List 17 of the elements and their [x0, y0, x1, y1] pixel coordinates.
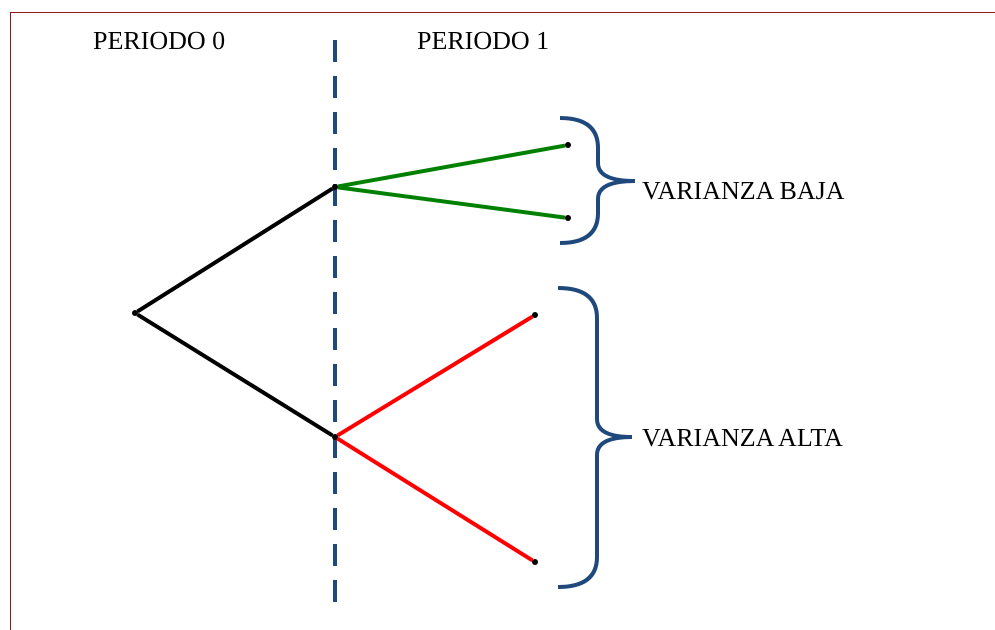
- junction-point: [332, 434, 338, 440]
- junction-point: [132, 310, 138, 316]
- junction-point: [532, 312, 538, 318]
- branch-line: [338, 144, 566, 188]
- group-label: VARIANZA ALTA: [642, 423, 843, 453]
- branch-line: [136, 312, 334, 438]
- period-label: PERIODO 1: [417, 26, 550, 56]
- branch-line: [338, 185, 566, 220]
- branch-line: [136, 186, 334, 314]
- branch-line: [336, 436, 534, 562]
- junction-point: [565, 142, 571, 148]
- branch-line: [336, 314, 534, 438]
- period-label: PERIODO 0: [93, 26, 226, 56]
- group-label: VARIANZA BAJA: [642, 176, 844, 206]
- junction-point: [532, 559, 538, 565]
- junction-point: [332, 184, 338, 190]
- junction-point: [565, 215, 571, 221]
